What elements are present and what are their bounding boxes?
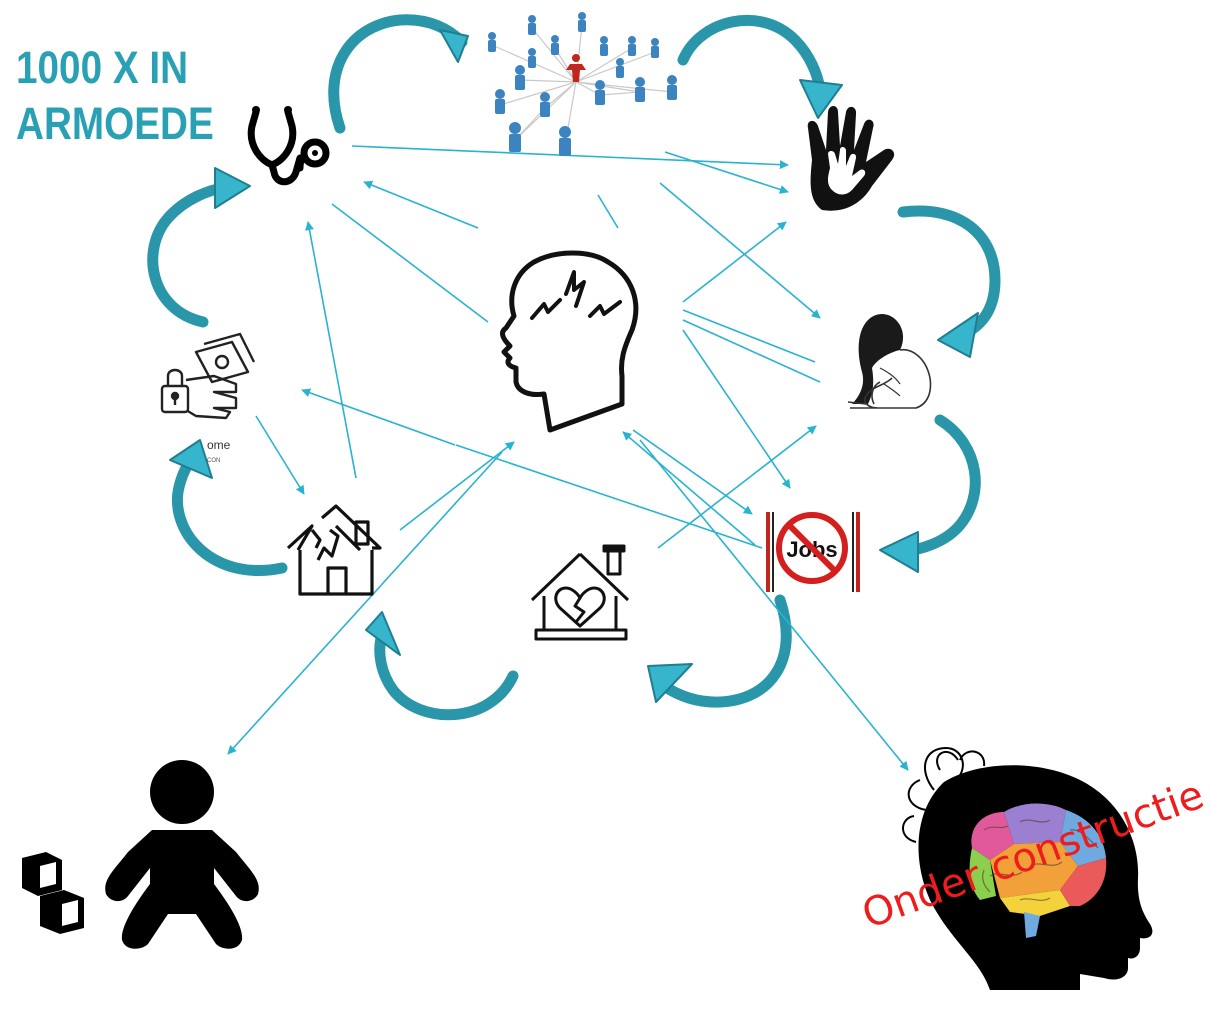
cycle-head-6 — [365, 611, 401, 656]
diagram-title: 1000 X IN ARMOEDE — [16, 40, 240, 152]
title-line-2: ARMOEDE — [16, 98, 214, 149]
link-heart-house-to-sad — [657, 425, 817, 549]
locked-money-icon — [160, 332, 256, 420]
stethoscope-earpiece-right — [284, 106, 292, 114]
link-jobs-to-head — [622, 431, 756, 546]
cycle-head-7 — [169, 439, 213, 479]
link-head-to-brain — [639, 439, 909, 771]
link-head-to-baby — [227, 451, 503, 755]
link-head-to-hand — [682, 221, 787, 303]
link-head-to-income — [301, 388, 456, 446]
link-network-to-sad — [659, 182, 821, 319]
link-stethoscope-to-head — [331, 203, 489, 323]
cycle-arc-jobs-to-heart-house — [658, 594, 792, 708]
developing-brain-icon — [902, 746, 1153, 990]
stethoscope-icon — [247, 108, 330, 186]
stethoscope-earpiece-left — [252, 106, 260, 114]
cycle-arc-sad-to-jobs — [894, 414, 981, 558]
cycle-arc-stethoscope-to-network — [328, 14, 468, 134]
title-line-1: 1000 X IN — [16, 42, 189, 93]
link-house-to-head — [399, 441, 515, 531]
connection-arrows — [227, 145, 909, 771]
income-sublabel: CON — [207, 458, 221, 464]
broken-heart-house-icon — [530, 544, 630, 641]
cycle-arc-network-to-hand — [677, 14, 826, 96]
link-network-to-hand — [664, 151, 789, 194]
link-head-to-stethoscope — [363, 180, 479, 229]
stop-hand-icon — [807, 106, 895, 211]
baby-icon — [105, 760, 259, 949]
stress-head-icon — [500, 250, 639, 433]
cycle-head-5 — [647, 663, 693, 703]
link-head-to-sad-2 — [682, 319, 821, 383]
cycle-head-1 — [439, 29, 469, 63]
cycle-arc-broken-house-to-income — [171, 449, 288, 576]
link-house-to-stethoscope — [305, 221, 357, 479]
toy-blocks-icon — [22, 852, 84, 934]
broken-house-icon — [286, 504, 382, 596]
social-network-icon — [488, 12, 677, 156]
link-income-to-house — [255, 415, 305, 495]
no-jobs-icon: Jobs — [766, 512, 860, 592]
cycle-head-8 — [214, 167, 251, 209]
link-head-to-jobs — [682, 329, 791, 489]
link-network-to-head — [597, 194, 619, 229]
cycle-arc-heart-house-to-broken-house — [374, 632, 519, 721]
cycle-arc-hand-to-sad — [897, 205, 1001, 338]
cycle-head-2 — [799, 79, 843, 119]
cycle-arc-income-to-stethoscope — [147, 181, 233, 328]
link-head-to-jobs-2 — [632, 429, 753, 515]
sad-person-icon — [847, 314, 932, 409]
cycle-head-3 — [937, 312, 979, 358]
cycle-arrow-heads — [169, 29, 979, 703]
link-jobs-to-income — [455, 444, 763, 549]
cycle-head-4 — [879, 531, 919, 573]
income-label: ome — [207, 438, 231, 452]
link-head-to-sad — [682, 309, 816, 363]
